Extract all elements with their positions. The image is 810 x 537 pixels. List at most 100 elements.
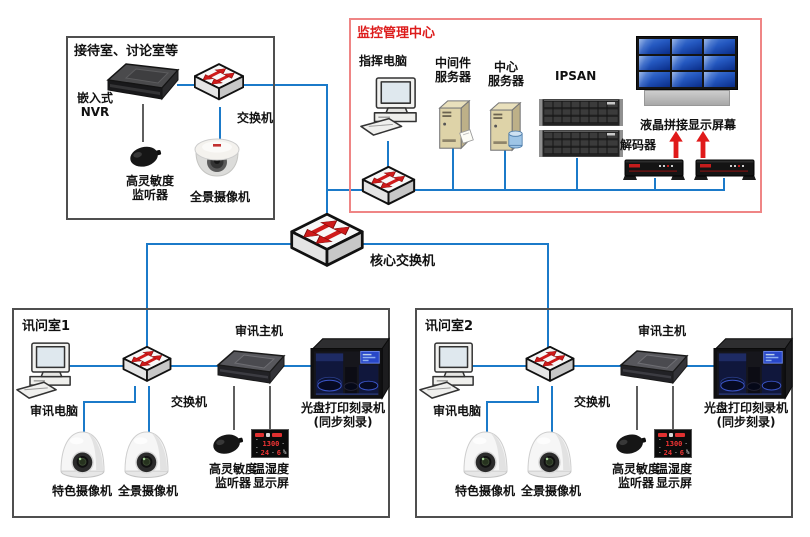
switch-icon bbox=[194, 62, 244, 110]
disc-burner-icon bbox=[310, 337, 390, 401]
disc-burner-label: 光盘打印刻录机(同步刻录) bbox=[300, 401, 385, 429]
connection-line bbox=[269, 386, 271, 430]
ipsan-rack-icon bbox=[539, 130, 623, 157]
connection-line bbox=[537, 386, 539, 403]
connection-line bbox=[576, 158, 578, 189]
led-row: -24-6% bbox=[658, 449, 690, 457]
interrogation-pc-label: 审讯电脑 bbox=[29, 404, 78, 418]
connection-line bbox=[571, 365, 621, 367]
document-card-icon bbox=[458, 128, 475, 145]
interrogation-host-label: 审讯主机 bbox=[234, 324, 283, 338]
temp-humidity-display-icon: --1300- -24-6% bbox=[251, 429, 289, 458]
database-cylinder-icon bbox=[508, 130, 523, 149]
connection-line bbox=[148, 386, 150, 432]
interrogation-pc-icon bbox=[419, 342, 475, 402]
room-title: 讯问室2 bbox=[425, 319, 474, 334]
connection-line bbox=[551, 386, 553, 432]
command-pc-label: 指挥电脑 bbox=[359, 54, 408, 68]
camera-label: 全景摄像机 bbox=[190, 190, 251, 204]
video-wall-screen bbox=[639, 39, 670, 54]
connection-line bbox=[326, 84, 328, 217]
connection-line bbox=[472, 365, 527, 367]
connection-line bbox=[723, 178, 725, 189]
panorama-camera-label: 全景摄像机 bbox=[520, 484, 581, 498]
connection-line bbox=[486, 401, 488, 432]
switch-label: 交换机 bbox=[171, 395, 208, 409]
interrogation-host-label: 审讯主机 bbox=[637, 324, 686, 338]
microphone-label: 高灵敏度监听器 bbox=[208, 462, 257, 490]
decoder-icon bbox=[694, 156, 756, 181]
dome-camera-icon bbox=[193, 137, 241, 179]
middleware-server-label: 中间件服务器 bbox=[434, 56, 471, 84]
connection-line bbox=[241, 84, 328, 86]
connection-line bbox=[387, 141, 389, 189]
video-wall-screen bbox=[704, 55, 735, 71]
switch-label: 交换机 bbox=[237, 111, 274, 125]
switch-icon bbox=[122, 346, 172, 390]
ipsan-rack-icon bbox=[539, 99, 623, 126]
interrogation-pc-label: 审讯电脑 bbox=[432, 404, 481, 418]
connection-line bbox=[142, 104, 144, 142]
connection-line bbox=[83, 401, 85, 432]
connection-line bbox=[83, 401, 136, 403]
interrogation-host-icon bbox=[216, 350, 286, 390]
reception-room-title: 接待室、讨论室等 bbox=[74, 44, 179, 59]
video-wall-screen bbox=[671, 55, 703, 71]
video-wall-stand bbox=[644, 90, 730, 106]
microphone-label: 高灵敏度监听器 bbox=[611, 462, 660, 490]
monitoring-switch-icon bbox=[361, 166, 416, 214]
temp-humidity-display-icon: --1300- -24-6% bbox=[654, 429, 692, 458]
connection-line bbox=[547, 243, 549, 350]
command-pc-icon bbox=[360, 76, 418, 140]
connection-line bbox=[654, 178, 656, 189]
video-wall-screen bbox=[704, 39, 735, 54]
video-wall-screen bbox=[671, 72, 703, 87]
up-arrow-icon bbox=[669, 131, 683, 158]
led-row: --1300- bbox=[658, 436, 688, 451]
feature-camera-label: 特色摄像机 bbox=[454, 484, 515, 498]
video-wall-label: 液晶拼接显示屏幕 bbox=[640, 118, 737, 132]
video-wall bbox=[636, 36, 738, 90]
feature-camera-icon bbox=[463, 430, 508, 479]
up-arrow-icon bbox=[696, 131, 710, 158]
decoder-label: 解码器 bbox=[620, 138, 657, 152]
microphone-icon bbox=[613, 429, 648, 457]
temp-humidity-display-label: 温湿度显示屏 bbox=[655, 462, 692, 490]
connection-line bbox=[486, 401, 539, 403]
connection-line bbox=[362, 243, 549, 245]
room-title: 讯问室1 bbox=[22, 319, 71, 334]
video-wall-screen bbox=[639, 72, 670, 87]
core-switch-label: 核心交换机 bbox=[370, 254, 436, 269]
led-row bbox=[252, 430, 288, 439]
led-row bbox=[655, 430, 691, 439]
led-row: --1300- bbox=[255, 436, 285, 451]
ipsan-label: IPSAN bbox=[555, 69, 597, 83]
connection-line bbox=[233, 386, 235, 430]
connection-line bbox=[69, 365, 124, 367]
panorama-camera-icon bbox=[124, 430, 169, 479]
connection-line bbox=[134, 386, 136, 403]
video-wall-screen bbox=[704, 72, 735, 87]
connection-line bbox=[219, 107, 221, 140]
microphone-label: 高灵敏度监听器 bbox=[125, 174, 174, 202]
center-server-label: 中心服务器 bbox=[487, 60, 524, 88]
microphone-icon bbox=[127, 141, 163, 170]
connection-line bbox=[685, 365, 717, 367]
connection-line bbox=[146, 243, 292, 245]
panorama-camera-label: 全景摄像机 bbox=[117, 484, 178, 498]
interrogation-room-2-box: 讯问室2 审讯电脑 交换机 审讯主机 光盘打印刻录机(同步刻录) 特色摄像机 全… bbox=[415, 308, 793, 518]
interrogation-host-icon bbox=[619, 350, 689, 390]
connection-line bbox=[146, 243, 148, 350]
reception-room-box bbox=[66, 36, 275, 220]
connection-line bbox=[672, 386, 674, 430]
video-wall-screen bbox=[639, 55, 670, 71]
interrogation-room-1-box: 讯问室1 审讯电脑 交换机 审讯主机 光盘打印刻录机(同步刻录) 特色摄像机 全… bbox=[12, 308, 390, 518]
panorama-camera-icon bbox=[527, 430, 572, 479]
core-switch-icon bbox=[287, 213, 367, 279]
monitoring-center-title: 监控管理中心 bbox=[357, 26, 436, 41]
connection-line bbox=[177, 84, 199, 86]
switch-icon bbox=[525, 346, 575, 390]
feature-camera-label: 特色摄像机 bbox=[51, 484, 112, 498]
